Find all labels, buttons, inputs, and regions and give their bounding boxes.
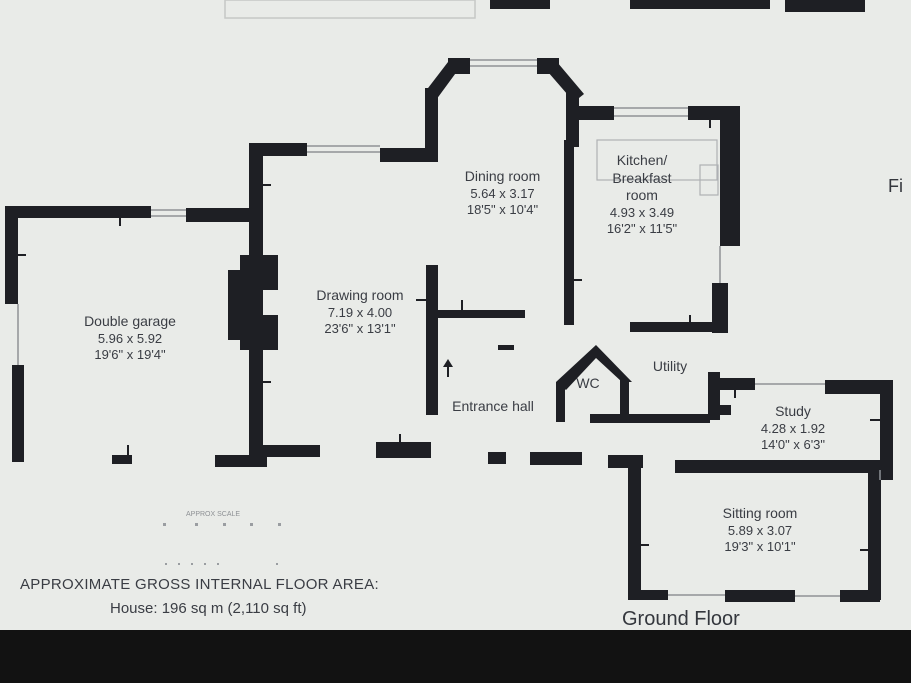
room-name-line2: Breakfast [612,169,672,186]
top-edge [224,0,865,19]
room-imperial: 18'5" x 10'4" [466,201,539,217]
room-imperial: 16'2" x 11'5" [606,220,678,236]
window-lines [17,59,881,597]
room-metric: 4.93 x 3.49 [609,204,675,220]
room-metric: 5.89 x 3.07 [727,522,793,538]
edge-text: Fi [888,176,903,196]
room-name-line1: Kitchen/ [616,152,668,168]
area-house: House: 196 sq m (2,110 sq ft) [110,600,307,617]
room-drawing-room: Drawing room 7.19 x 4.00 23'6" x 13'1" [290,287,430,337]
room-study: Study 4.28 x 1.92 14'0" x 6'3" [738,403,848,453]
room-sitting-room: Sitting room 5.89 x 3.07 19'3" x 10'1" [700,505,820,555]
room-imperial: 23'6" x 13'1" [324,320,396,336]
scale-label: APPROX SCALE [186,511,241,518]
room-metric: 5.96 x 5.92 [97,330,163,346]
room-name: Entrance hall [452,398,534,414]
room-utility: Utility [640,358,700,376]
room-imperial: 19'6" x 19'4" [94,346,166,362]
room-name: Study [775,403,811,419]
room-dining-room: Dining room 5.64 x 3.17 18'5" x 10'4" [440,168,565,218]
room-entrance-hall: Entrance hall [440,398,546,416]
room-imperial: 14'0" x 6'3" [760,436,826,452]
scale-bar [163,523,281,565]
room-name: WC [576,375,600,391]
area-heading: APPROXIMATE GROSS INTERNAL FLOOR AREA: [20,576,379,593]
room-imperial: 19'3" x 10'1" [724,538,796,554]
kitchen-fittings [596,139,719,196]
room-name-line3: room [626,187,658,203]
wall-ticks [18,120,880,551]
room-kitchen-breakfast: Kitchen/ Breakfast room 4.93 x 3.49 16'2… [582,152,702,237]
room-name: Utility [652,358,688,374]
room-name: Double garage [84,313,176,329]
room-name: Dining room [464,168,541,184]
bottom-dark-bar [0,630,911,683]
room-wc: WC [568,375,608,393]
entrance-arrow-icon [443,359,453,377]
room-metric: 4.28 x 1.92 [760,420,826,436]
room-name: Drawing room [316,287,404,303]
room-name: Sitting room [722,505,798,521]
floor-title: Ground Floor [622,608,740,630]
room-metric: 5.64 x 3.17 [470,185,535,201]
walls [5,58,893,602]
room-double-garage: Double garage 5.96 x 5.92 19'6" x 19'4" [60,313,200,363]
room-metric: 7.19 x 4.00 [327,304,393,320]
